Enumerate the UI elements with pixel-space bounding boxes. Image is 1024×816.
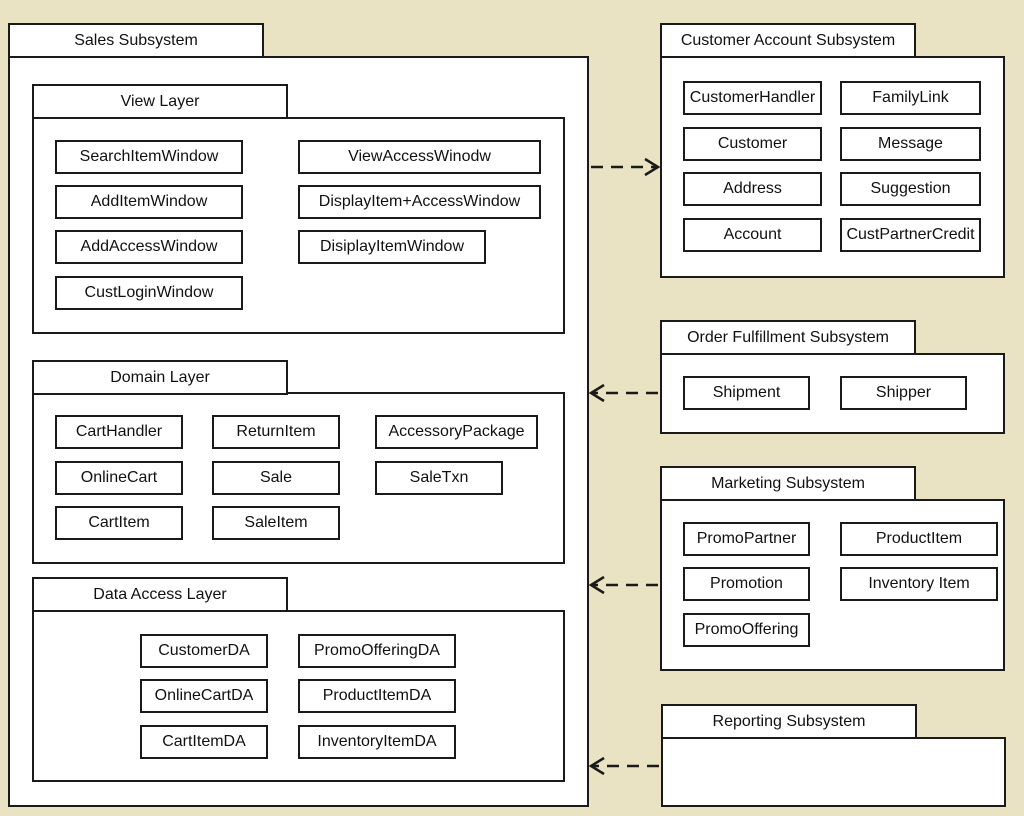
reporting-subsystem-tab: Reporting Subsystem (661, 704, 917, 739)
class-sale-txn: SaleTxn (375, 461, 503, 495)
domain-layer-tab: Domain Layer (32, 360, 288, 395)
class-shipper: Shipper (840, 376, 967, 410)
order-fulfillment-subsystem-tab: Order Fulfillment Subsystem (660, 320, 916, 355)
class-product-item: ProductItem (840, 522, 998, 556)
sales-subsystem-tab: Sales Subsystem (8, 23, 264, 58)
class-promo-partner: PromoPartner (683, 522, 810, 556)
class-suggestion: Suggestion (840, 172, 981, 206)
class-customer-da: CustomerDA (140, 634, 268, 668)
class-sale: Sale (212, 461, 340, 495)
class-cust-partner-credit: CustPartnerCredit (840, 218, 981, 252)
class-accessory-package: AccessoryPackage (375, 415, 538, 449)
class-search-item-window: SearchItemWindow (55, 140, 243, 174)
class-customer: Customer (683, 127, 822, 161)
data-access-layer-tab: Data Access Layer (32, 577, 288, 612)
class-promotion: Promotion (683, 567, 810, 601)
class-cust-login-window: CustLoginWindow (55, 276, 243, 310)
class-cart-handler: CartHandler (55, 415, 183, 449)
marketing-subsystem-tab: Marketing Subsystem (660, 466, 916, 501)
class-family-link: FamilyLink (840, 81, 981, 115)
class-promo-offering: PromoOffering (683, 613, 810, 647)
reporting-subsystem-package (661, 737, 1006, 807)
arrowhead-sales-from-marketing (588, 575, 605, 595)
class-display-item-window: DisiplayItemWindow (298, 230, 486, 264)
class-display-item-access-window: DisplayItem+AccessWindow (298, 185, 541, 219)
class-inventory-item-da: InventoryItemDA (298, 725, 456, 759)
customer-account-subsystem-tab: Customer Account Subsystem (660, 23, 916, 58)
class-message: Message (840, 127, 981, 161)
class-inventory-item: Inventory Item (840, 567, 998, 601)
class-promo-offering-da: PromoOfferingDA (298, 634, 456, 668)
class-view-access-window: ViewAccessWinodw (298, 140, 541, 174)
class-customer-handler: CustomerHandler (683, 81, 822, 115)
class-product-item-da: ProductItemDA (298, 679, 456, 713)
arrowhead-sales-from-reporting (588, 756, 605, 776)
class-cart-item: CartItem (55, 506, 183, 540)
class-cart-item-da: CartItemDA (140, 725, 268, 759)
class-add-item-window: AddItemWindow (55, 185, 243, 219)
class-add-access-window: AddAccessWindow (55, 230, 243, 264)
view-layer-tab: View Layer (32, 84, 288, 119)
class-return-item: ReturnItem (212, 415, 340, 449)
class-shipment: Shipment (683, 376, 810, 410)
class-sale-item: SaleItem (212, 506, 340, 540)
arrowhead-sales-from-order-fulfillment (588, 383, 605, 403)
class-address: Address (683, 172, 822, 206)
class-online-cart-da: OnlineCartDA (140, 679, 268, 713)
arrowhead-customer-account (644, 157, 661, 177)
class-account: Account (683, 218, 822, 252)
class-online-cart: OnlineCart (55, 461, 183, 495)
